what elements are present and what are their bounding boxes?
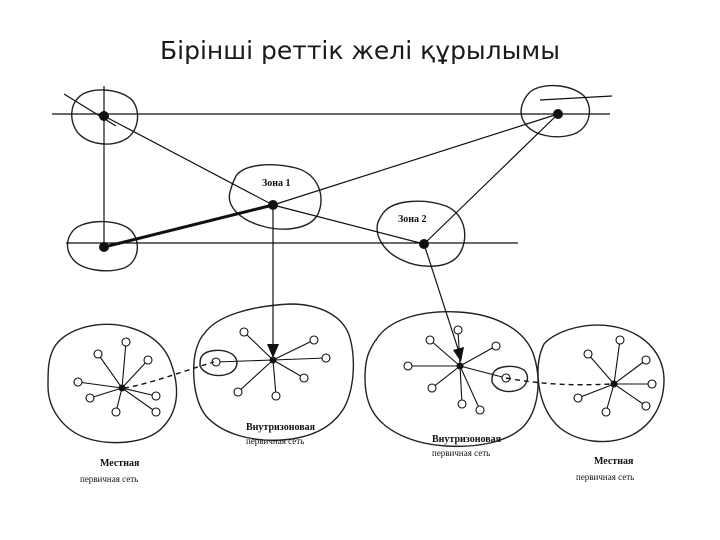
cloud-local-right xyxy=(537,324,665,443)
label-intra-left-1: Внутризоновая xyxy=(246,422,316,433)
node-zone1 xyxy=(268,200,278,210)
label-local-right-1: Местная xyxy=(594,456,634,467)
label-intra-right-2: первичная сеть xyxy=(432,448,490,458)
label-zone1: Зона 1 xyxy=(262,178,291,189)
label-local-left-2: первичная сеть xyxy=(80,474,138,484)
cloud-zone2 xyxy=(376,200,466,267)
star-local-left xyxy=(73,337,161,417)
node-zone2 xyxy=(419,239,429,249)
arrowhead-right xyxy=(453,347,464,362)
dash-right xyxy=(505,377,613,386)
link-zone1-tr xyxy=(272,113,559,206)
link-tr-zone2 xyxy=(423,113,559,245)
star-intra-right xyxy=(403,325,511,415)
link-tl-zone1 xyxy=(103,115,274,206)
dash-left xyxy=(123,361,215,389)
stub-top-left xyxy=(63,93,117,127)
star-local-right xyxy=(573,335,657,417)
slide-title: Бірінші реттік желі құрылымы xyxy=(160,36,560,65)
stub-top-right xyxy=(539,95,613,101)
node-top-left xyxy=(99,111,109,121)
arrowhead-left xyxy=(267,344,279,358)
link-zone1-zone2 xyxy=(272,204,425,245)
arrow-zone2-down xyxy=(423,243,460,353)
label-local-right-2: первичная сеть xyxy=(576,472,634,482)
node-bottom-left xyxy=(99,242,109,252)
label-local-left-1: Местная xyxy=(100,458,140,469)
link-bl-zone1 xyxy=(103,203,274,249)
label-intra-right-1: Внутризоновая xyxy=(432,434,502,445)
cloud-zone1 xyxy=(228,164,322,230)
cloud-local-left xyxy=(47,323,178,444)
label-zone2: Зона 2 xyxy=(398,214,427,225)
star-intra-left xyxy=(211,327,331,401)
node-top-right xyxy=(553,109,563,119)
label-intra-left-2: первичная сеть xyxy=(246,436,304,446)
